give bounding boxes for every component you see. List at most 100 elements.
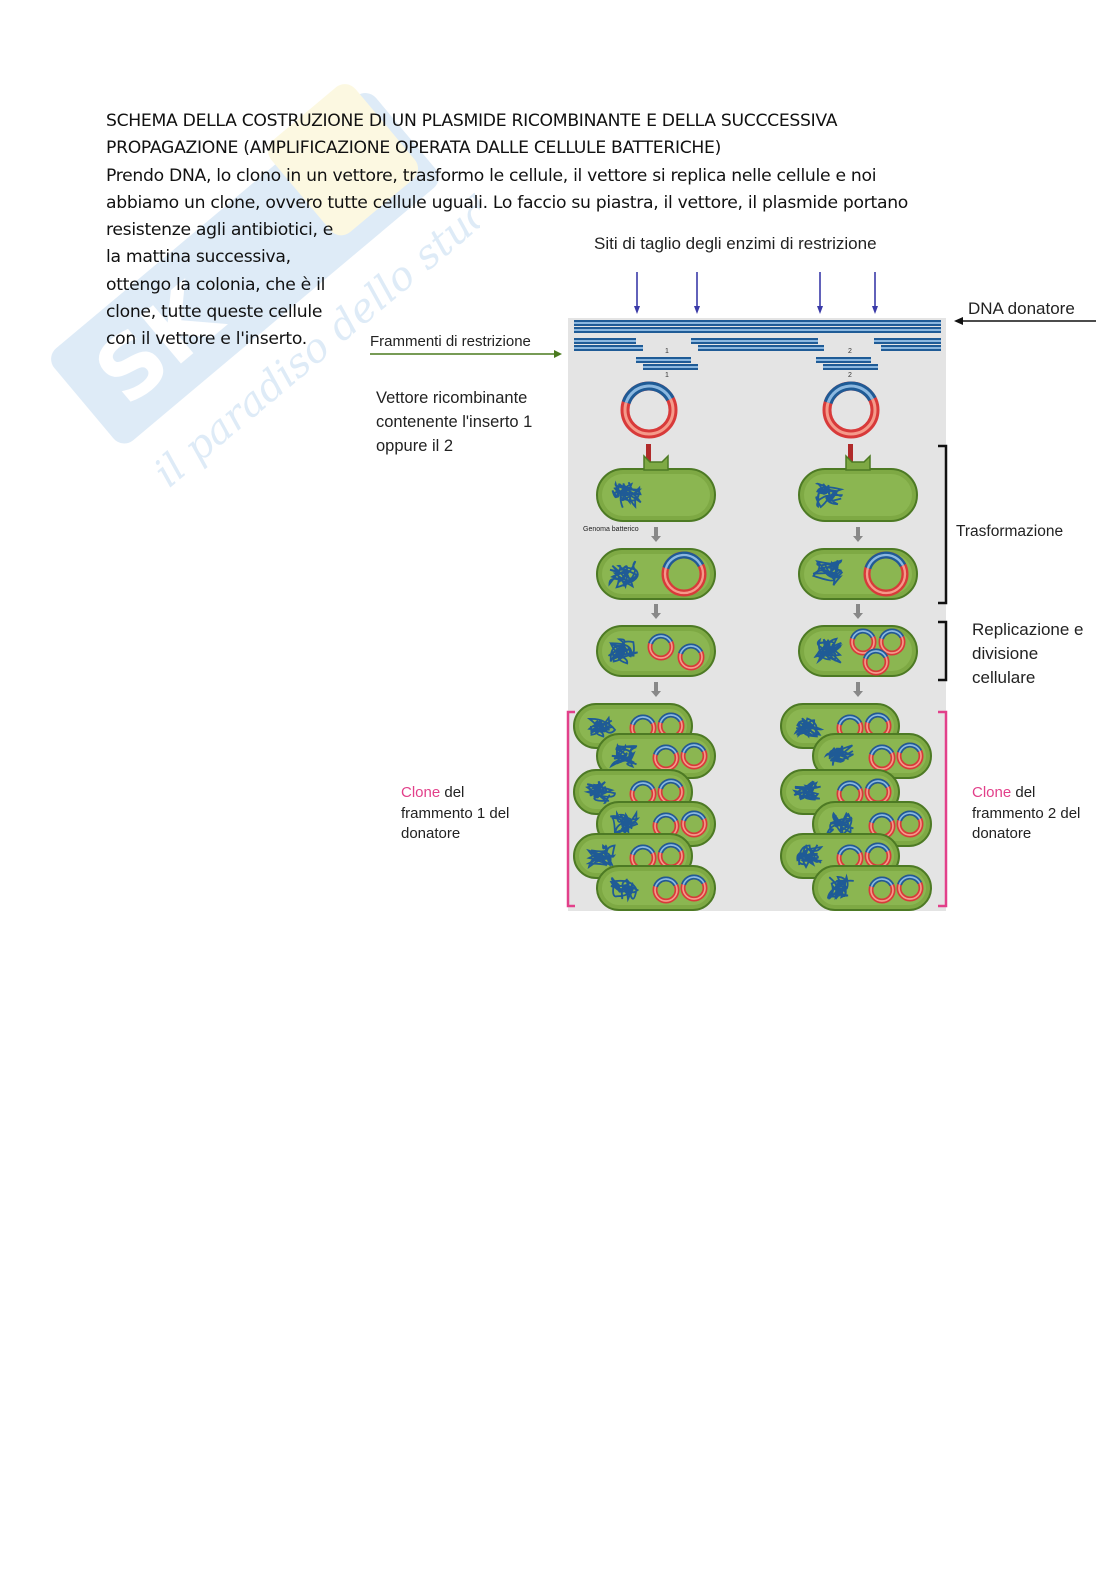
- bacterial-genome-icon: [583, 780, 616, 805]
- step-arrow-icon: [654, 527, 658, 537]
- label-line: Replicazione e: [972, 620, 1084, 639]
- replication-label: Replicazione e divisione cellulare: [972, 618, 1084, 690]
- insert-arc-light: [631, 846, 654, 855]
- body-line: con il vettore e l'inserto.: [106, 329, 307, 350]
- insert-arc-light: [838, 782, 861, 791]
- bacterial-genome-icon: [792, 780, 821, 801]
- insert-arc-light: [682, 812, 705, 821]
- body-line: resistenze agli antibiotici, e: [106, 220, 334, 241]
- insert-arc-light: [838, 846, 861, 855]
- cut-arrow-head-icon: [872, 306, 878, 314]
- fragment-number: 1: [665, 372, 669, 379]
- bacterial-genome-icon: [585, 844, 617, 870]
- bacterial-genome-icon: [823, 744, 854, 766]
- insert-arc-light: [866, 714, 889, 723]
- step-arrow-icon: [856, 682, 860, 692]
- step-arrow-icon: [856, 527, 860, 537]
- insert-arc-light: [631, 716, 654, 725]
- label-text: del: [440, 784, 465, 801]
- step-arrow-head: [853, 536, 863, 542]
- insert-arc-light: [866, 553, 904, 569]
- bacterial-cells: [573, 381, 932, 911]
- dna-strand-light: [643, 366, 698, 368]
- insert-arc-light: [866, 780, 889, 789]
- bacterial-genome-icon: [796, 844, 824, 869]
- insert-arc-light: [682, 876, 705, 885]
- label-line: donatore: [401, 825, 461, 842]
- donor-dna: 1 1 2 2: [574, 320, 941, 379]
- step-arrow-head: [651, 691, 661, 697]
- insert-arc-light: [682, 744, 705, 753]
- insert-arc-light: [659, 714, 682, 723]
- donor-arrow-icon: [954, 317, 963, 325]
- vector-entry: [646, 444, 651, 466]
- dna-strand-light: [816, 359, 871, 361]
- title-line: SCHEMA DELLA COSTRUZIONE DI UN PLASMIDE …: [106, 111, 838, 131]
- fragment-number: 2: [848, 372, 852, 379]
- dna-strand-light: [574, 347, 643, 349]
- bacterial-genome-icon: [610, 809, 641, 837]
- fragment-number: 2: [848, 348, 852, 355]
- body-line: ottengo la colonia, che è il: [106, 274, 326, 295]
- insert-arc-light: [649, 635, 672, 644]
- recombinant-vector-label: Vettore ricombinante contenente l'insert…: [376, 386, 532, 458]
- cell-entry-neck: [845, 454, 871, 471]
- insert-arc-light: [866, 844, 889, 853]
- insert-arc-light: [898, 744, 921, 753]
- bacterial-genome-icon: [611, 480, 643, 509]
- bacterial-genome-icon: [607, 638, 638, 665]
- dna-strand-light: [823, 366, 878, 368]
- dna-strand-light: [574, 322, 941, 324]
- cell-highlight: [804, 474, 912, 516]
- step-arrow-icon: [856, 604, 860, 614]
- insert-arc-light: [659, 844, 682, 853]
- step-arrow-head: [651, 536, 661, 542]
- donor-dna-label: DNA donatore: [968, 299, 1075, 318]
- body-line: la mattina successiva,: [106, 247, 291, 268]
- document-text: SCHEMA DELLA COSTRUZIONE DI UN PLASMIDE …: [106, 108, 908, 354]
- transformation-bracket: [938, 444, 948, 605]
- cut-sites-label: Siti di taglio degli enzimi di restrizio…: [594, 234, 877, 253]
- label-line: Vettore ricombinante: [376, 389, 528, 407]
- label-line: frammento 1 del: [401, 804, 510, 822]
- insert-arc-light: [631, 782, 654, 791]
- insert-arc-light: [870, 878, 893, 887]
- cut-arrow-head-icon: [634, 306, 640, 314]
- label-text: del: [1011, 784, 1036, 801]
- insert-arc-light: [838, 716, 861, 725]
- insert-arc-light: [898, 812, 921, 821]
- insert-arc-light: [679, 645, 702, 654]
- dna-strand-light: [574, 329, 941, 331]
- clone2-label: Clone del frammento 2 del donatore: [972, 783, 1080, 845]
- insert-arc-light: [864, 650, 887, 659]
- cut-arrow-head-icon: [817, 306, 823, 314]
- watermark-logo: SK il paradiso dello studente: [51, 84, 480, 496]
- insert-arc-light: [654, 878, 677, 887]
- body-line: Prendo DNA, lo clono in un vettore, tras…: [106, 165, 877, 186]
- transformation-label: Trasformazione: [956, 523, 1064, 540]
- bacterial-genome-icon: [814, 482, 845, 509]
- step-arrow-head: [853, 691, 863, 697]
- label-line: frammento 2 del: [972, 804, 1081, 822]
- dna-strand-light: [636, 359, 691, 361]
- insert-arc-light: [664, 553, 702, 569]
- bacterial-genome-label: Genoma batterico: [583, 526, 639, 533]
- bacterial-genome-icon: [586, 715, 617, 738]
- cut-site-arrows: [634, 272, 878, 314]
- body-line: abbiamo un clone, ovvero tutte cellule u…: [106, 192, 909, 213]
- insert-arc-light: [898, 876, 921, 885]
- body-line: clone, tutte queste cellule: [106, 302, 323, 323]
- bacterial-genome-icon: [826, 873, 854, 901]
- vector-entry: [848, 444, 853, 466]
- label-line: divisione: [972, 644, 1039, 663]
- cell-entry-neck: [643, 454, 669, 471]
- dna-strand-light: [874, 340, 941, 342]
- insert-arc-light: [624, 384, 672, 404]
- insert-arc-light: [880, 630, 903, 639]
- step-arrow-icon: [654, 604, 658, 614]
- label-line: donatore: [972, 825, 1032, 842]
- bacterial-genome-icon: [813, 637, 843, 665]
- bacterial-genome-icon: [793, 717, 825, 739]
- bacterial-genome-icon: [609, 876, 640, 903]
- fragment-number: 1: [665, 348, 669, 355]
